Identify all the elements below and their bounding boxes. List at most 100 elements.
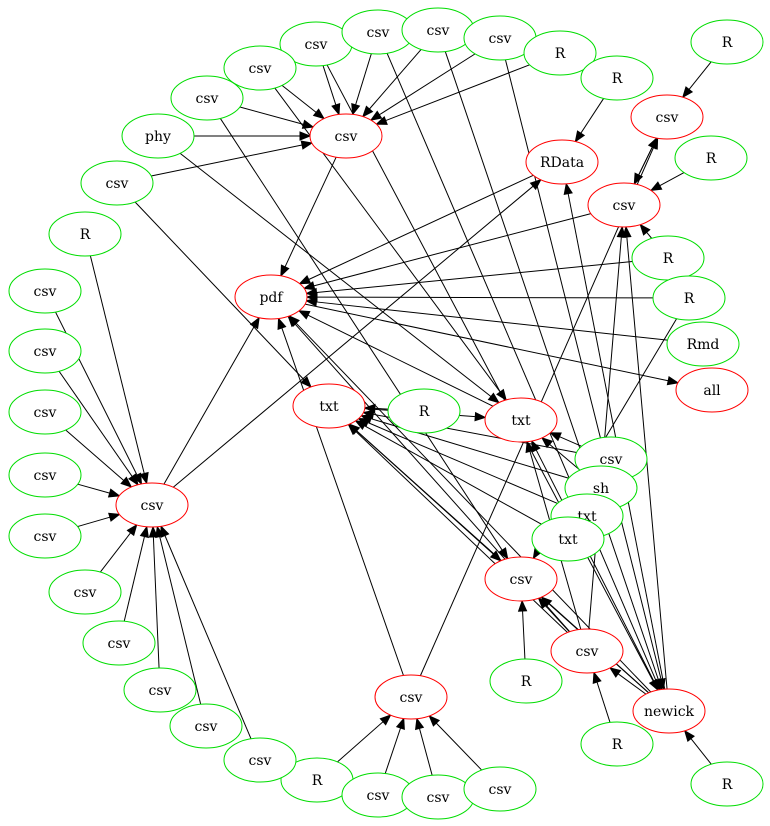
arrowhead [474,411,487,422]
node-label: csv [367,25,390,41]
arrowhead [681,86,694,99]
graph-node[interactable]: phy [121,113,195,159]
arrowhead [608,667,622,678]
graph-node[interactable]: csv [630,94,704,140]
edge-n5-n11 [281,85,317,113]
graph-node[interactable]: newick [632,688,706,734]
graph-node[interactable]: txt [484,397,558,443]
node-ellipse [484,556,558,602]
graph-node[interactable]: R [580,721,654,767]
edge-n20-n18 [316,296,654,299]
graph-node[interactable]: R [690,761,764,807]
edge-n4-n11 [379,53,476,116]
graph-node[interactable]: txt [292,383,366,429]
arrowhead [540,436,554,449]
edge-n9-n11 [239,106,304,125]
arrowhead [312,108,326,120]
arrowhead [531,439,541,453]
graph-node[interactable]: csv [587,182,661,228]
node-label: csv [34,284,57,300]
edge-n44-n42 [337,721,384,763]
node-label: csv [74,585,97,601]
graph-node[interactable]: csv [48,569,122,615]
graph-node[interactable]: R [523,30,597,76]
edge-n17-n18 [316,260,633,294]
node-ellipse [8,389,82,435]
node-ellipse [630,94,704,140]
node-label: csv [108,636,131,652]
graph-node[interactable]: csv [463,766,537,812]
graph-node[interactable]: csv [484,556,558,602]
node-label: csv [196,91,219,107]
graph-node[interactable]: R [631,235,705,281]
edge-n39-n38 [617,673,647,695]
graph-node[interactable]: csv [401,774,475,820]
graph-node[interactable]: csv [8,452,82,498]
graph-node[interactable]: csv [82,620,156,666]
node-label: csv [613,198,636,214]
node-label: csv [34,344,57,360]
node-label: all [703,383,721,399]
graph-node[interactable]: csv [123,667,197,713]
node-label: R [555,46,566,62]
graph-node[interactable]: csv [279,21,353,67]
arrowhead [287,315,299,328]
graph-node[interactable]: Rmd [666,321,740,367]
node-label: R [612,71,623,87]
arrowhead [395,717,405,731]
graph-node[interactable]: csv [401,7,475,53]
graph-node[interactable]: csv [169,703,243,749]
edge-n11-n18 [284,156,337,267]
edge-n34-n18 [163,326,255,485]
node-ellipse [8,513,82,559]
arrowhead [297,310,311,320]
graph-node[interactable]: R [580,55,654,101]
graph-node[interactable]: csv [341,9,415,55]
graph-node[interactable]: csv [115,482,189,528]
graph-node[interactable]: all [675,367,749,413]
node-ellipse [48,211,122,257]
graph-node[interactable]: txt [531,516,605,562]
graph-node[interactable]: R [387,388,461,434]
graph-node[interactable]: csv [223,737,297,783]
graph-node[interactable]: csv [341,772,415,818]
node-label: R [419,404,430,420]
edge-n16-n34 [89,255,145,474]
node-label: R [663,251,674,267]
graph-node[interactable]: csv [170,75,244,121]
arrowhead [375,115,388,125]
graph-node[interactable]: csv [550,628,624,674]
edge-n3-n39 [444,51,659,681]
arrowhead [415,717,425,731]
edge-n38-n19 [588,236,622,630]
graph-node[interactable]: csv [309,113,383,159]
arrowhead [300,140,314,150]
arrowhead [280,264,290,278]
node-label: R [722,777,733,793]
arrowhead [126,523,138,537]
edge-n26-n18 [307,314,494,407]
node-ellipse [309,113,383,159]
arrowhead [128,473,139,486]
graph-node[interactable]: R [48,211,122,257]
edge-n5-n26 [274,87,501,393]
graph-node[interactable]: csv [374,674,448,720]
graph-node[interactable]: R [674,135,748,181]
graph-node[interactable]: csv [8,268,82,314]
graph-node[interactable]: csv [8,513,82,559]
graph-node[interactable]: R [489,658,563,704]
node-label: csv [600,452,623,468]
graph-node[interactable]: pdf [234,274,308,320]
node-ellipse [531,516,605,562]
graph-node[interactable]: csv [8,389,82,435]
arrowhead [549,432,562,442]
edge-n15-n24 [134,201,305,381]
graph-node[interactable]: R [690,19,764,65]
node-ellipse [666,321,740,367]
graph-node[interactable]: csv [80,160,154,206]
arrowhead [517,599,528,612]
graph-node[interactable]: csv [223,45,297,91]
graph-node[interactable]: csv [8,328,82,374]
graph-node[interactable]: R [652,275,726,321]
graph-node[interactable]: RData [525,139,599,185]
